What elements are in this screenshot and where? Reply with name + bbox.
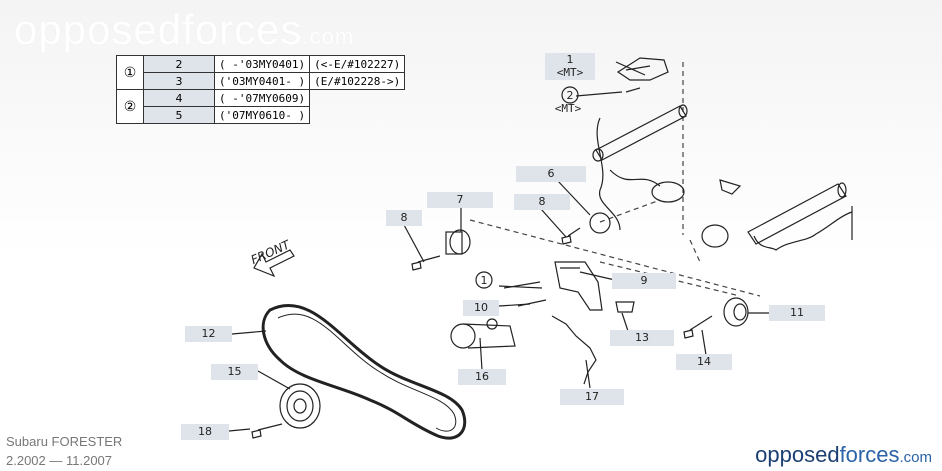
table-row: 3 ('03MY0401- ) (E/#102228->) xyxy=(117,72,406,90)
part-number-cell[interactable]: 3 xyxy=(143,72,215,90)
group-marker: ① xyxy=(116,55,144,90)
watermark: opposedforces.com xyxy=(14,6,355,53)
front-label: FRONT xyxy=(249,237,294,267)
callout-8[interactable]: 8 xyxy=(386,210,422,226)
circle-marker: 1 xyxy=(481,274,488,287)
table-row: ② 4 ( -'07MY0609) xyxy=(116,89,405,124)
part-number-cell[interactable]: 5 xyxy=(143,106,215,124)
callout-11[interactable]: 11 xyxy=(769,305,825,321)
callout-10[interactable]: 10 xyxy=(463,300,499,316)
vehicle-info: Subaru FORESTER 2.2002 — 11.2007 xyxy=(6,432,122,470)
applicability-table: ① 2 ( -'03MY0401) (<-E/#102227) 3 ('03MY… xyxy=(116,55,406,124)
range-cell: ('07MY0610- ) xyxy=(213,106,311,124)
callout-6[interactable]: 6 xyxy=(516,166,586,182)
circle-marker: 2 xyxy=(567,89,574,102)
callout-8[interactable]: 8 xyxy=(514,194,570,210)
range-cell: ('03MY0401- ) xyxy=(213,72,311,90)
callout-14[interactable]: 14 xyxy=(676,354,732,370)
engine-cell: (E/#102228->) xyxy=(309,72,406,90)
callout-7[interactable]: 7 xyxy=(427,192,493,208)
brand-logo[interactable]: opposedforces.com xyxy=(755,442,932,467)
table-row: 5 ('07MY0610- ) xyxy=(117,106,405,124)
part-number-cell[interactable]: 4 xyxy=(143,89,215,107)
callout-16[interactable]: 16 xyxy=(458,369,506,385)
callout-13[interactable]: 13 xyxy=(610,330,674,346)
callout-1[interactable]: 1 <MT> xyxy=(545,53,595,80)
vehicle-years: 2.2002 — 11.2007 xyxy=(6,453,113,468)
vehicle-model: Subaru FORESTER xyxy=(6,434,123,449)
callout-18[interactable]: 18 xyxy=(181,424,229,440)
group-marker: ② xyxy=(116,89,144,124)
range-cell: ( -'07MY0609) xyxy=(213,89,311,107)
callout-12[interactable]: 12 xyxy=(185,326,232,342)
mt-label: <MT> xyxy=(555,102,582,115)
callout-17[interactable]: 17 xyxy=(560,389,624,405)
callout-15[interactable]: 15 xyxy=(211,364,258,380)
callout-9[interactable]: 9 xyxy=(612,273,676,289)
range-cell: ( -'03MY0401) xyxy=(213,55,311,73)
